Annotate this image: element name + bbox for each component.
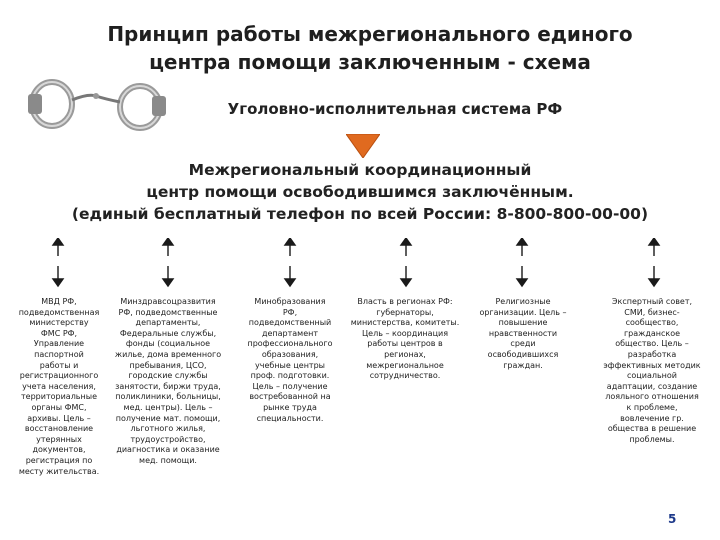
col-line: трудоустройство, xyxy=(130,434,206,444)
col-line: сотрудничество. xyxy=(369,371,441,381)
col-line: Цель – получение xyxy=(252,381,328,391)
col-line: граждан. xyxy=(503,360,543,370)
col-line: Минобразования xyxy=(254,297,326,306)
column-expert-council: Экспертный совет, СМИ, бизнес- сообществ… xyxy=(588,297,716,445)
col-line: органы ФМС, xyxy=(31,402,87,412)
col-line: среди xyxy=(510,339,536,349)
col-line: сообщество, xyxy=(625,318,679,328)
col-line: учебные центры xyxy=(255,360,325,370)
col-line: РФ, xyxy=(282,307,298,317)
col-line: министерства, комитеты. xyxy=(350,318,460,328)
col-line: регистрационного xyxy=(19,371,99,381)
title-line-2: центра помощи заключенным - схема xyxy=(149,50,591,74)
col-line: организации. Цель – xyxy=(479,307,567,317)
col-line: документов, xyxy=(32,445,86,455)
column-regional-authorities: Власть в регионах РФ: губернаторы, минис… xyxy=(343,297,467,382)
col-line: ФМС РФ, xyxy=(40,328,78,338)
col-line: фонды (социальное xyxy=(125,339,211,349)
col-line: пребывания, ЦСО, xyxy=(129,360,207,370)
col-line: утерянных xyxy=(36,434,82,444)
column-minzdrav: Минздравсоцразвития РФ, подведомственные… xyxy=(106,297,230,467)
col-line: РФ, подведомственные xyxy=(118,307,218,317)
double-arrow-4 xyxy=(399,238,413,288)
col-line: получение мат. помощи, xyxy=(115,413,221,423)
col-line: общество. Цель – xyxy=(615,339,689,349)
col-line: учета населения, xyxy=(22,381,96,391)
col-line: министерству xyxy=(29,318,89,328)
col-line: мед. помощи. xyxy=(139,455,197,465)
col-line: подведомственный xyxy=(248,318,332,328)
col-line: межрегиональное xyxy=(366,360,444,370)
col-line: Экспертный совет, xyxy=(611,297,693,306)
double-arrow-3 xyxy=(283,238,297,288)
col-line: профессионального xyxy=(247,339,333,349)
col-line: льготного жилья, xyxy=(130,424,206,434)
center-line-2: центр помощи освободившимся заключённым. xyxy=(146,183,574,201)
col-line: работы и xyxy=(39,360,79,370)
col-line: восстановление xyxy=(24,424,94,434)
col-line: подведомственная xyxy=(18,307,100,317)
col-line: специальности. xyxy=(256,413,324,423)
col-line: СМИ, бизнес- xyxy=(624,307,680,317)
page-number: 5 xyxy=(668,512,677,526)
col-line: занятости, биржи труда, xyxy=(115,381,221,391)
col-line: департамент xyxy=(261,328,319,338)
col-line: месту жительства. xyxy=(18,466,100,476)
col-line: общества в решение xyxy=(607,424,697,434)
col-line: архивы. Цель – xyxy=(27,413,91,423)
col-line: образования, xyxy=(261,349,319,359)
center-line-3: (единый бесплатный телефон по всей Росси… xyxy=(71,205,649,223)
col-line: Власть в регионах РФ: xyxy=(357,297,453,306)
col-line: жилье, дома временного xyxy=(114,349,222,359)
column-religious-orgs: Религиозные организации. Цель – повышени… xyxy=(466,297,580,371)
col-line: поликлиники, больницы, xyxy=(115,392,221,402)
col-line: социальной xyxy=(627,371,677,381)
col-line: разработка xyxy=(627,349,677,359)
col-line: повышение xyxy=(498,318,548,328)
title-line-1: Принцип работы межрегионального единого xyxy=(107,22,633,46)
col-line: нравственности xyxy=(488,328,558,338)
top-node-label: Уголовно-исполнительная система РФ xyxy=(227,100,563,118)
coordination-center: Межрегиональный координационный центр по… xyxy=(10,159,710,225)
col-line: департаменты, xyxy=(135,318,201,328)
col-line: территориальные xyxy=(21,392,97,402)
col-line: Религиозные xyxy=(495,297,551,306)
col-line: диагностика и оказание xyxy=(116,445,220,455)
col-line: проф. подготовки. xyxy=(250,371,330,381)
main-down-arrow xyxy=(346,134,380,158)
col-line: рынке труда xyxy=(263,402,317,412)
col-line: Цель – координация xyxy=(361,328,449,338)
column-minobr: Минобразования РФ, подведомственный депа… xyxy=(233,297,347,424)
col-line: городские службы xyxy=(128,371,208,381)
column-mvd: МВД РФ, подведомственная министерству ФМ… xyxy=(2,297,116,477)
col-line: вовлечение гр. xyxy=(620,413,684,423)
col-line: к проблеме, xyxy=(626,402,678,412)
col-line: гражданское xyxy=(623,328,681,338)
col-line: лояльного отношения xyxy=(605,392,699,402)
col-line: освободившихся xyxy=(487,349,559,359)
col-line: эффективных методик xyxy=(603,360,701,370)
double-arrow-1 xyxy=(51,238,65,288)
col-line: Федеральные службы, xyxy=(119,328,217,338)
connector-arrows xyxy=(51,238,661,288)
col-line: регионах, xyxy=(384,349,426,359)
handcuffs-icon xyxy=(28,79,166,131)
double-arrow-2 xyxy=(161,238,175,288)
col-line: МВД РФ, xyxy=(41,297,77,306)
col-line: регистрация по xyxy=(25,455,93,465)
col-line: адаптации, создание xyxy=(606,381,698,391)
page-title: Принцип работы межрегионального единого … xyxy=(60,20,680,76)
double-arrow-5 xyxy=(515,238,529,288)
col-line: работы центров в xyxy=(367,339,443,349)
col-line: паспортной xyxy=(34,349,84,359)
col-line: мед. центры). Цель – xyxy=(123,402,213,412)
col-line: проблемы. xyxy=(629,434,675,444)
col-line: Управление xyxy=(33,339,85,349)
center-line-1: Межрегиональный координационный xyxy=(188,161,532,179)
double-arrow-6 xyxy=(647,238,661,288)
col-line: Минздравсоцразвития xyxy=(120,297,216,306)
col-line: востребованной на xyxy=(249,392,331,402)
col-line: губернаторы, xyxy=(376,307,434,317)
